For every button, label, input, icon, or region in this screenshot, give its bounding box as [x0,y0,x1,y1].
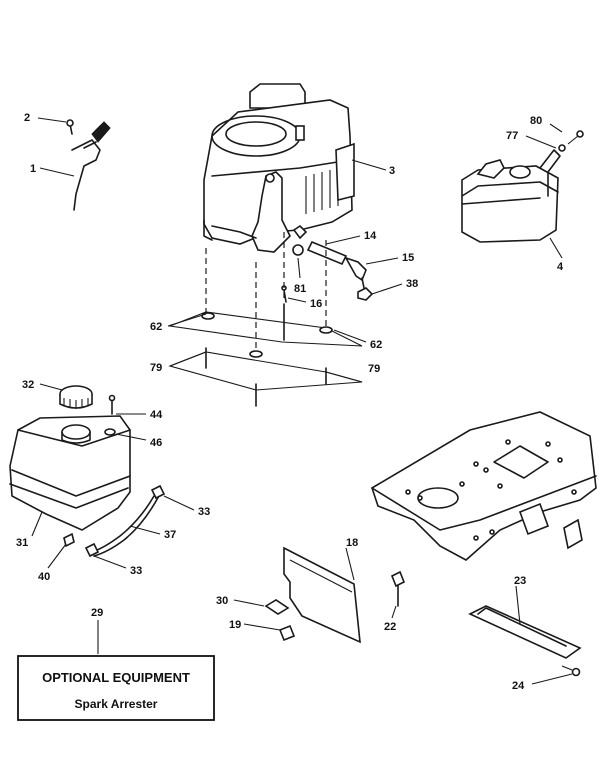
spark-arrester-label: Spark Arrester [75,697,158,711]
callout-79a: 79 [150,362,162,374]
throttle-control-part [66,119,111,211]
callout-4: 4 [557,261,564,273]
engine-part [203,83,355,253]
callout-3: 3 [389,165,395,177]
callout-22: 22 [384,621,396,633]
callout-19: 19 [229,619,241,631]
callout-18: 18 [346,537,358,549]
callout-38: 38 [406,278,418,290]
callout-62b: 62 [370,339,382,351]
callout-79b: 79 [368,363,380,375]
callout-33b: 33 [130,565,142,577]
callout-81: 81 [294,283,306,295]
chassis-frame-part [371,411,597,561]
leader-lines [31,117,573,685]
callout-62a: 62 [150,321,162,333]
callout-46: 46 [150,437,162,449]
callout-16: 16 [310,298,322,310]
callout-29: 29 [91,607,103,619]
callout-80: 80 [530,115,542,127]
callout-14: 14 [364,230,377,242]
mounting-hardware [167,232,363,407]
optional-equipment-box: OPTIONAL EQUIPMENT Spark Arrester [17,655,215,721]
optional-equipment-title: OPTIONAL EQUIPMENT [42,670,190,685]
callout-15: 15 [402,252,414,264]
callout-44: 44 [150,409,163,421]
callout-40: 40 [38,571,50,583]
callout-1: 1 [30,163,36,175]
callout-24: 24 [512,680,525,692]
callout-77: 77 [506,130,518,142]
callout-30: 30 [216,595,228,607]
bracket-part [468,605,582,677]
muffler-part [461,130,584,243]
callout-31: 31 [16,537,28,549]
callout-32: 32 [22,379,34,391]
callout-33a: 33 [198,506,210,518]
callout-37: 37 [164,529,176,541]
fuel-fittings-part [281,240,374,303]
callout-23: 23 [514,575,526,587]
callout-labels: 1 2 3 4 14 15 16 18 19 22 23 24 29 30 31… [16,112,564,692]
heat-shield-part [264,546,406,644]
callout-2: 2 [24,112,30,124]
fuel-tank-part [9,385,166,558]
